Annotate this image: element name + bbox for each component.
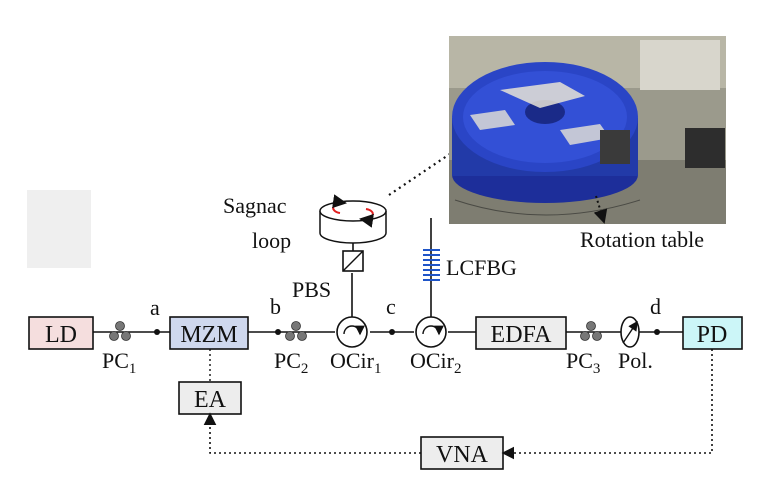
rotation-table-label: Rotation table	[580, 227, 704, 252]
polarizer-icon	[620, 316, 640, 348]
dotted-link-pd-vna	[501, 349, 713, 460]
pc3-label: PC3	[566, 348, 600, 377]
point-c-label: c	[386, 294, 396, 319]
dotted-link-vna-ea	[203, 412, 421, 454]
beam-splitter-icon	[342, 250, 364, 272]
pc3-three-paddle-icon	[580, 321, 602, 341]
ea-label: EA	[194, 387, 227, 413]
edfa-label: EDFA	[491, 322, 553, 348]
ld-box: LD	[28, 316, 94, 350]
ocir2-circulator-icon	[415, 316, 447, 348]
ocir2-label: OCir2	[410, 348, 462, 377]
pc1-three-paddle-icon	[109, 321, 131, 341]
point-d-dot	[654, 329, 660, 335]
ea-box: EA	[178, 381, 242, 415]
mzm-box: MZM	[169, 316, 249, 350]
pbs-label: PBS	[292, 277, 331, 302]
ld-label: LD	[45, 322, 77, 348]
point-c-dot	[389, 329, 395, 335]
vna-label: VNA	[436, 442, 489, 468]
sagnac-right-arrow-icon	[359, 208, 374, 228]
pc1-label: PC1	[102, 348, 136, 377]
ocir1-circulator-icon	[336, 316, 368, 348]
point-a-dot	[154, 329, 160, 335]
point-d-label: d	[650, 294, 661, 319]
sagnac-loop-fiber-coil-icon	[319, 194, 387, 244]
point-b-dot	[275, 329, 281, 335]
point-a-label: a	[150, 295, 160, 320]
lcfbg-label: LCFBG	[446, 255, 517, 280]
pd-box: PD	[682, 316, 743, 350]
point-b-label: b	[270, 294, 281, 319]
sagnac-label-line1: Sagnac	[223, 193, 287, 218]
gray-placeholder-block	[27, 190, 91, 268]
pc2-label: PC2	[274, 348, 308, 377]
vna-box: VNA	[420, 436, 504, 470]
sagnac-label-line2: loop	[252, 228, 291, 253]
edfa-box: EDFA	[475, 316, 567, 350]
lcfbg-grating-icon	[423, 249, 440, 281]
mzm-label: MZM	[180, 322, 237, 348]
sagnac-left-arrow-icon	[332, 194, 347, 214]
fiber-spool-photo	[449, 36, 726, 224]
pol-label: Pol.	[618, 348, 653, 373]
pd-label: PD	[697, 322, 728, 348]
ocir1-label: OCir1	[330, 348, 382, 377]
pc2-three-paddle-icon	[285, 321, 307, 341]
